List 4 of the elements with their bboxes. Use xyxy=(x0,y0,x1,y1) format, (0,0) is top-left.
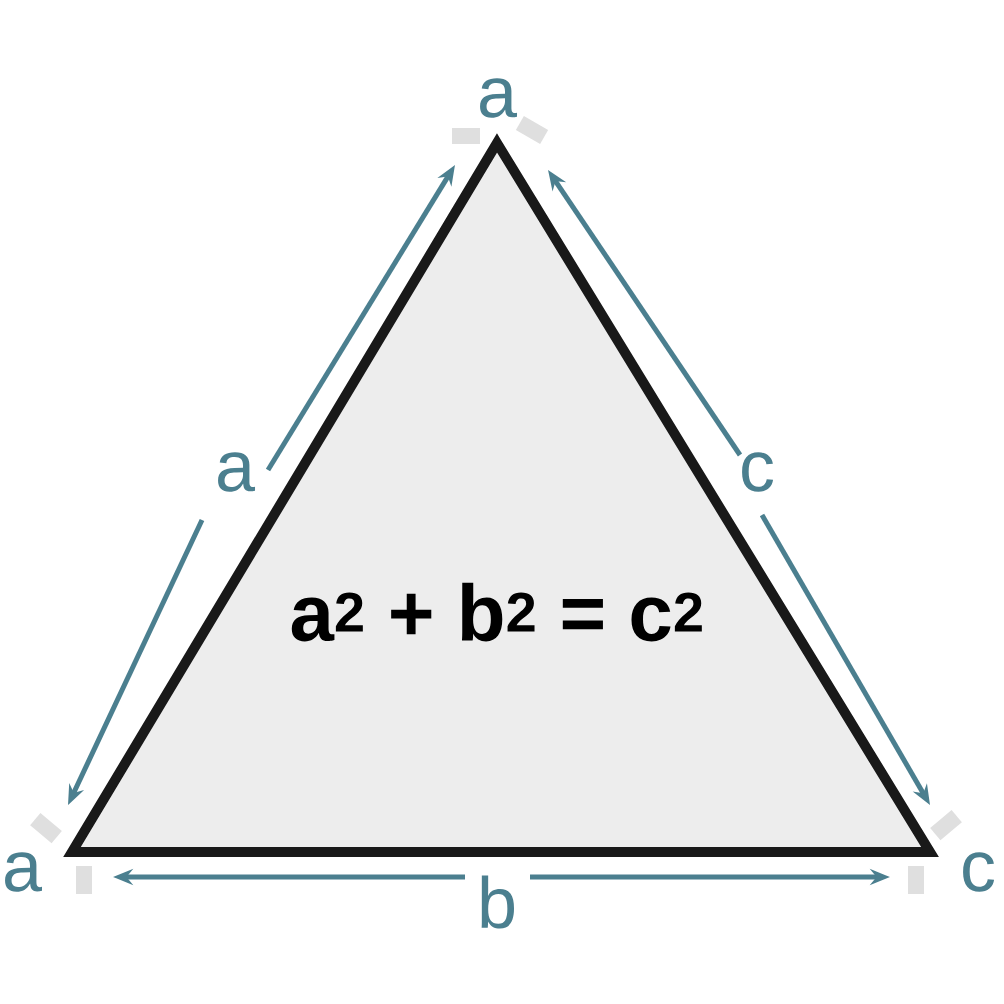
side-label: c xyxy=(742,452,774,492)
side-label: a xyxy=(218,452,255,492)
vertex-label: a xyxy=(5,852,42,892)
vertex-label: c xyxy=(963,852,995,892)
